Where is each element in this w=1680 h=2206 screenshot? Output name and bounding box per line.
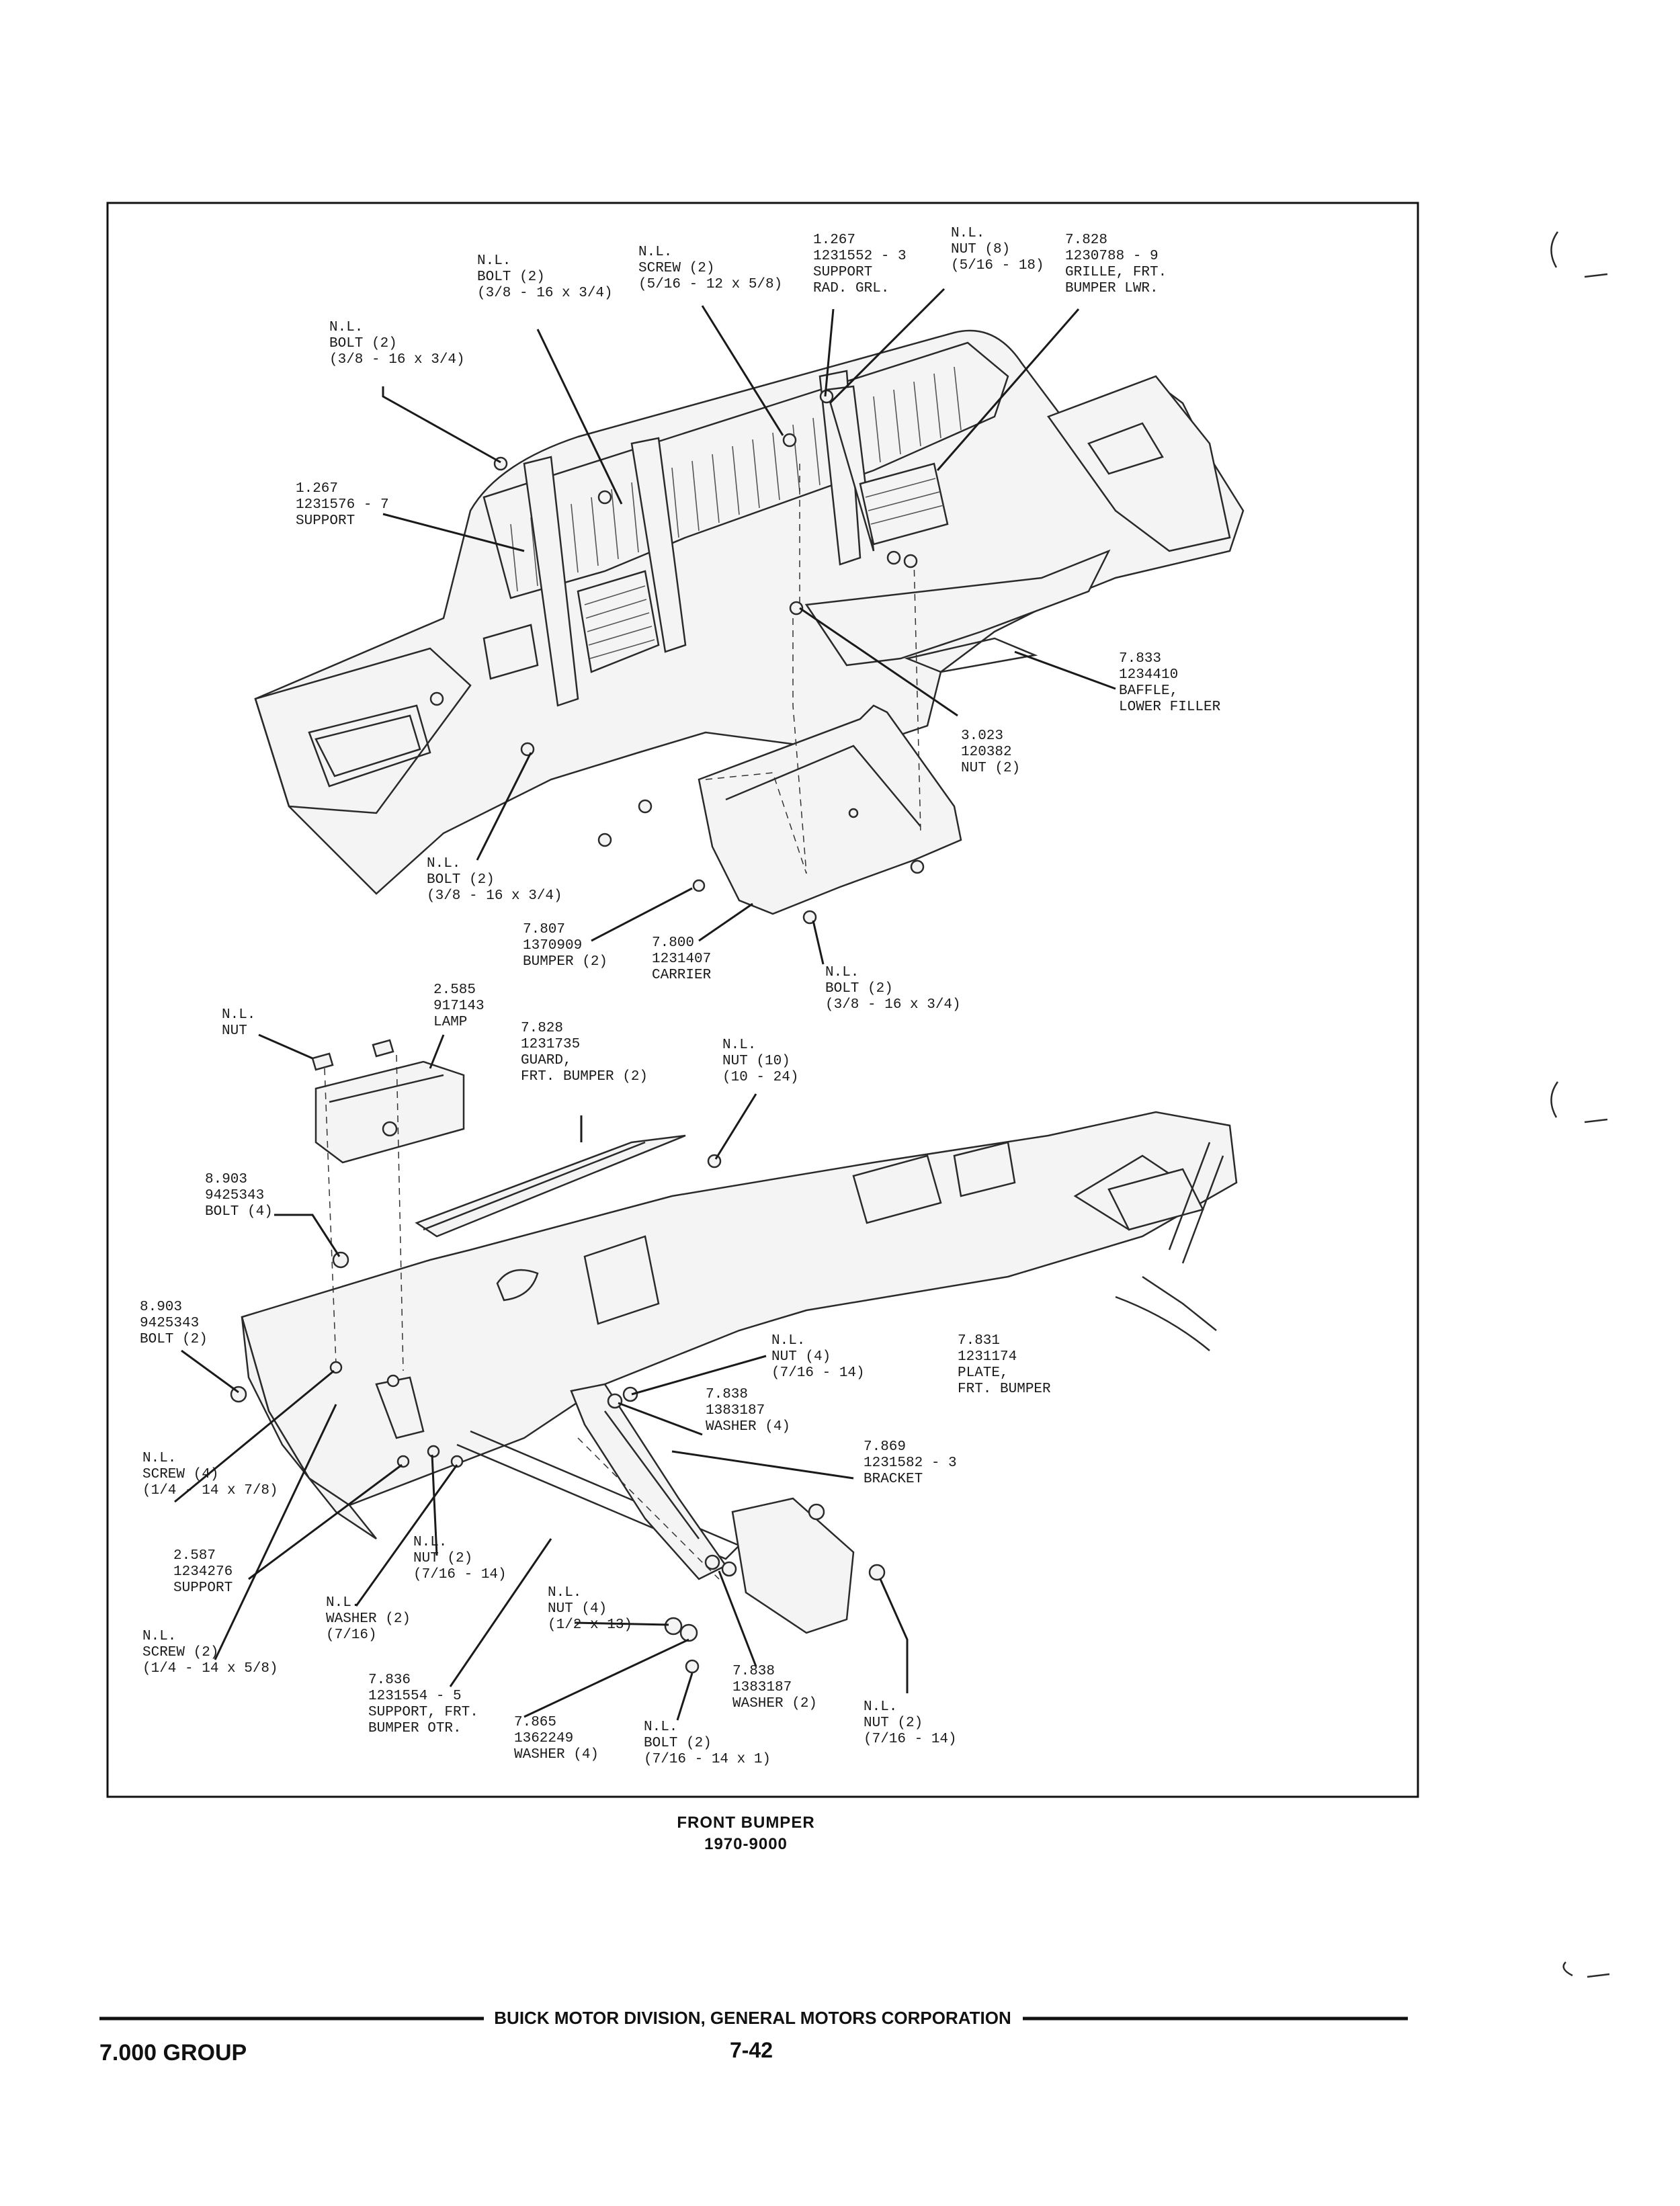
- duct-hatch: [584, 585, 655, 659]
- margin-mark-2: [1584, 273, 1608, 278]
- callout-bolt-carrier: N.L.BOLT (2)(3/8 - 16 x 3/4): [825, 965, 961, 1013]
- margin-mark-4: [1584, 1118, 1608, 1123]
- callout-screw-grille: N.L.SCREW (2)(5/16 - 12 x 5/8): [638, 245, 782, 292]
- callout-bolt-upper-left: N.L.BOLT (2)(3/8 - 16 x 3/4): [329, 320, 465, 368]
- margin-mark-1: [1550, 231, 1559, 268]
- callout-screw-5-8: N.L.SCREW (2)(1/4 - 14 x 5/8): [142, 1629, 278, 1677]
- callout-nut-5-16: N.L.NUT (8)(5/16 - 18): [951, 226, 1044, 273]
- callout-nut-7-16-4: N.L.NUT (4)(7/16 - 14): [771, 1333, 865, 1381]
- margin-mark-6: [1587, 1973, 1610, 1978]
- callout-bolt-upper-center: N.L.BOLT (2)(3/8 - 16 x 3/4): [477, 253, 613, 301]
- leader-lines: [174, 288, 1116, 1721]
- figure-frame: [106, 202, 1419, 1798]
- callout-nut-7-16-2-left: N.L.NUT (2)(7/16 - 14): [413, 1535, 507, 1582]
- footer-group: 7.000 GROUP: [99, 2040, 247, 2066]
- callout-screw-7-8: N.L.SCREW (4)(1/4 - 14 x 7/8): [142, 1451, 278, 1498]
- footer-publisher: BUICK MOTOR DIVISION, GENERAL MOTORS COR…: [494, 2008, 1011, 2028]
- callout-nut-7-16-2-right: N.L.NUT (2)(7/16 - 14): [864, 1699, 957, 1747]
- callout-labels: N.L.BOLT (2)(3/8 - 16 x 3/4) N.L.BOLT (2…: [140, 226, 1221, 1767]
- callout-bolt-7-16-14x1: N.L.BOLT (2)(7/16 - 14 x 1): [644, 1720, 771, 1767]
- callout-washer-7-16: N.L.WASHER (2)(7/16): [326, 1595, 411, 1643]
- callout-nut-lamp: N.L.NUT: [222, 1007, 255, 1039]
- margin-mark-3: [1550, 1081, 1559, 1118]
- footer-page-number: 7-42: [730, 2038, 773, 2062]
- callout-nut-10-24: N.L.NUT (10)(10 - 24): [722, 1037, 798, 1085]
- figure-caption-title: FRONT BUMPER: [677, 1814, 814, 1832]
- callout-nut-1-2: N.L.NUT (4)(1/2 x 13): [548, 1585, 632, 1633]
- duct-hatch-right: [865, 478, 944, 525]
- figure-caption-subtitle: 1970-9000: [704, 1835, 788, 1853]
- callout-bolt-lower-left: N.L.BOLT (2)(3/8 - 16 x 3/4): [427, 856, 562, 904]
- bumper-assembly: [230, 1039, 1238, 1674]
- grille-carrier-assembly: [254, 329, 1245, 925]
- margin-mark-5: [1562, 1961, 1573, 1977]
